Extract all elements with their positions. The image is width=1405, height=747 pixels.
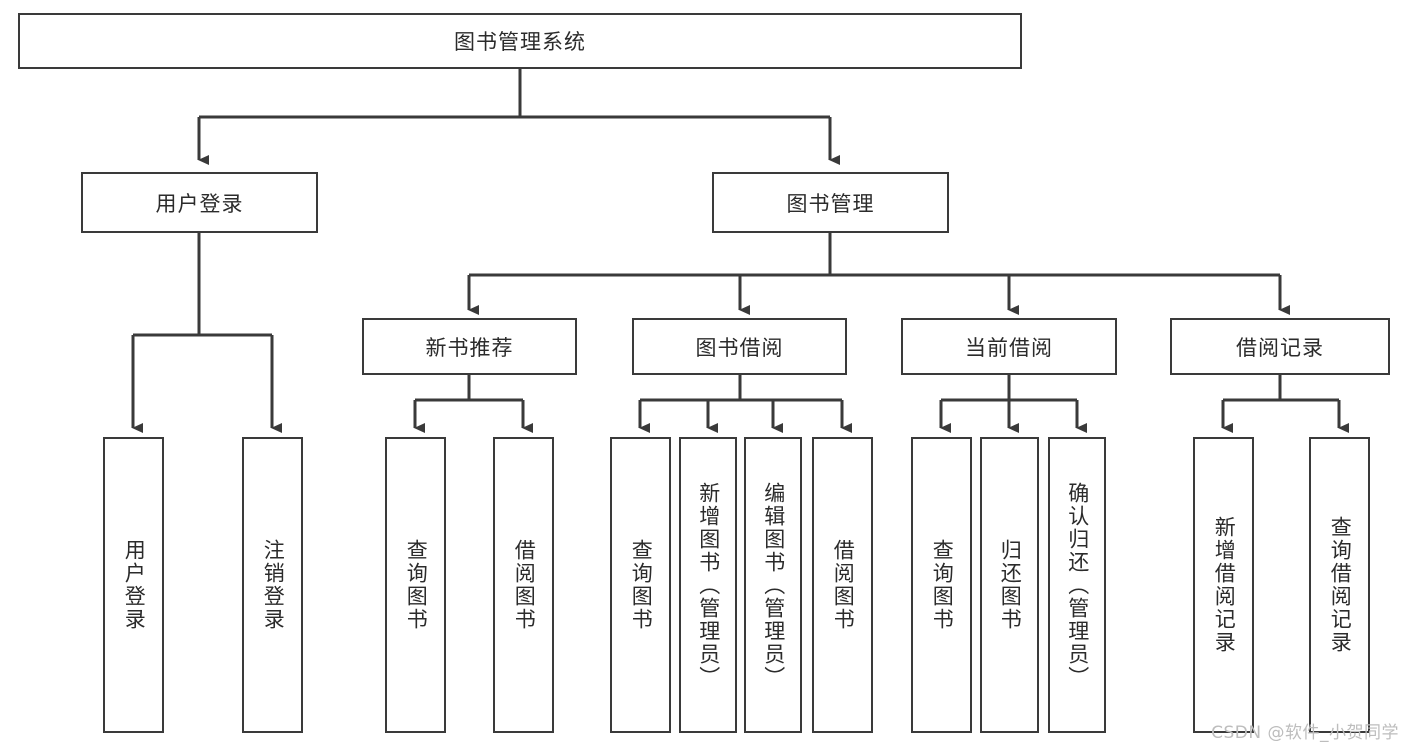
node-label: 图书管理 <box>786 191 875 216</box>
leaf-user-login-logout[interactable]: 注销登录 <box>242 437 303 733</box>
node-new-book-recommend[interactable]: 新书推荐 <box>362 318 577 375</box>
leaf-current-borrow-query[interactable]: 查询图书 <box>911 437 972 733</box>
leaf-current-borrow-confirm-return[interactable]: 确认归还（管理员） <box>1048 437 1106 733</box>
node-label: 归还图书 <box>998 539 1023 631</box>
node-label: 图书借阅 <box>695 335 784 360</box>
node-label: 查询图书 <box>629 539 654 631</box>
node-label: 用户登录 <box>155 191 244 216</box>
node-label: 新增图书（管理员） <box>696 481 721 689</box>
node-label: 查询借阅记录 <box>1328 516 1353 654</box>
leaf-book-borrow-query[interactable]: 查询图书 <box>610 437 671 733</box>
node-label: 新书推荐 <box>425 335 514 360</box>
node-label: 借阅图书 <box>512 539 537 631</box>
node-label: 新增借阅记录 <box>1212 516 1237 654</box>
node-label: 确认归还（管理员） <box>1065 481 1090 689</box>
leaf-new-book-query[interactable]: 查询图书 <box>385 437 446 733</box>
leaf-borrow-record-query[interactable]: 查询借阅记录 <box>1309 437 1370 733</box>
leaf-current-borrow-return[interactable]: 归还图书 <box>980 437 1039 733</box>
leaf-book-borrow-add[interactable]: 新增图书（管理员） <box>679 437 737 733</box>
node-label: 用户登录 <box>122 539 147 631</box>
node-label: 当前借阅 <box>965 335 1053 360</box>
node-label: 查询图书 <box>404 539 429 631</box>
node-label: 图书管理系统 <box>454 30 586 54</box>
node-root-book-management-system[interactable]: 图书管理系统 <box>18 13 1022 69</box>
leaf-book-borrow-borrow[interactable]: 借阅图书 <box>812 437 873 733</box>
leaf-book-borrow-edit[interactable]: 编辑图书（管理员） <box>744 437 802 733</box>
node-borrow-record[interactable]: 借阅记录 <box>1170 318 1390 375</box>
watermark: CSDN @软件_小贺同学 <box>1211 723 1399 743</box>
node-label: 编辑图书（管理员） <box>761 481 786 689</box>
node-label: 借阅记录 <box>1236 335 1324 360</box>
leaf-user-login-login[interactable]: 用户登录 <box>103 437 164 733</box>
node-current-borrow[interactable]: 当前借阅 <box>901 318 1117 375</box>
node-label: 借阅图书 <box>831 539 856 631</box>
leaf-borrow-record-add[interactable]: 新增借阅记录 <box>1193 437 1254 733</box>
node-user-login[interactable]: 用户登录 <box>81 172 318 233</box>
node-label: 查询图书 <box>930 539 955 631</box>
node-label: 注销登录 <box>261 539 286 631</box>
node-book-management[interactable]: 图书管理 <box>712 172 949 233</box>
leaf-new-book-borrow[interactable]: 借阅图书 <box>493 437 554 733</box>
node-book-borrow[interactable]: 图书借阅 <box>632 318 847 375</box>
